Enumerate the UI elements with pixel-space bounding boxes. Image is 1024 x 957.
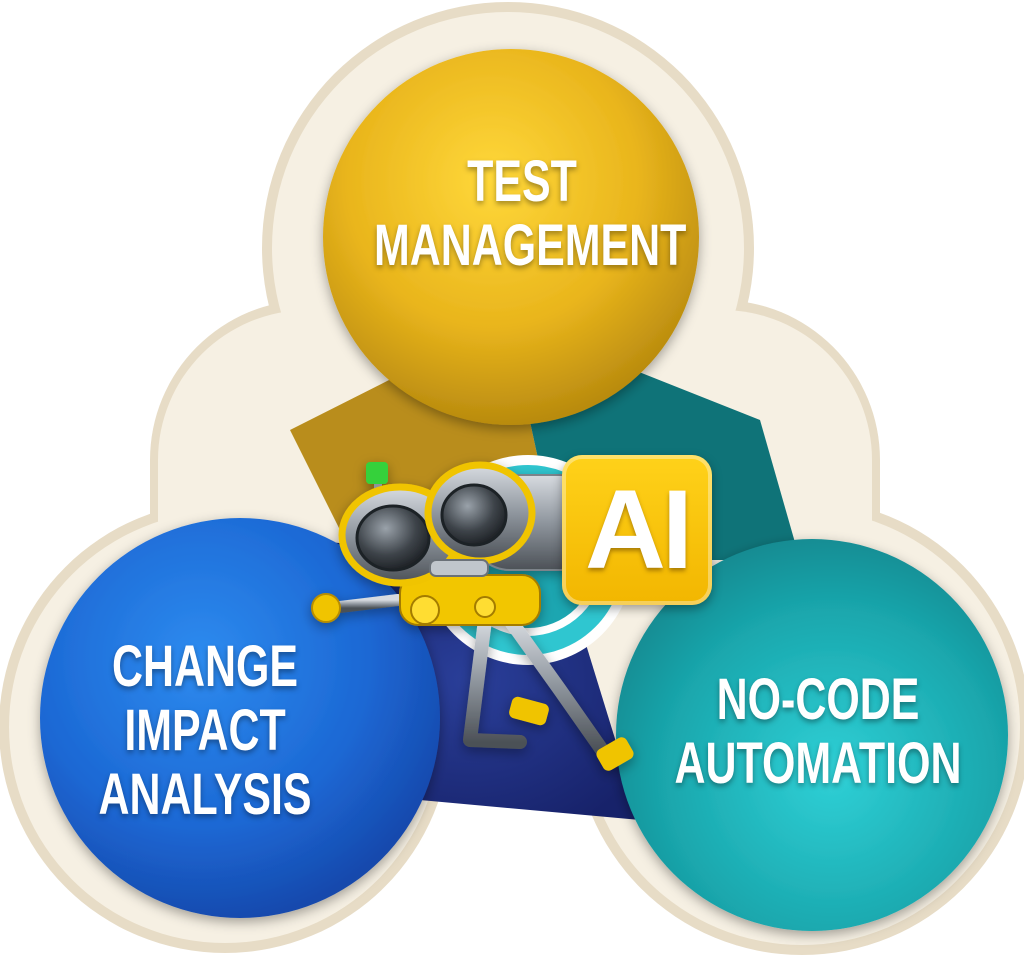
test-management-circle: [323, 49, 699, 425]
label-line: ANALYSIS: [98, 762, 312, 827]
no-code-automation-label: NO-CODE AUTOMATION: [670, 668, 966, 796]
label-line: IMPACT: [124, 698, 286, 763]
change-impact-analysis-circle: [40, 518, 440, 918]
change-impact-analysis-label: CHANGE IMPACT ANALYSIS: [83, 635, 327, 827]
label-line: TEST: [467, 149, 577, 214]
test-management-label: TEST MANAGEMENT: [374, 149, 687, 278]
label-line: MANAGEMENT: [374, 213, 687, 278]
ai-badge-label: AI: [585, 467, 693, 592]
label-line: CHANGE: [112, 634, 298, 699]
label-line: AUTOMATION: [674, 731, 962, 796]
label-line: NO-CODE: [716, 667, 920, 732]
no-code-automation-circle: [616, 539, 1008, 931]
ai-badge: AI: [562, 455, 712, 605]
